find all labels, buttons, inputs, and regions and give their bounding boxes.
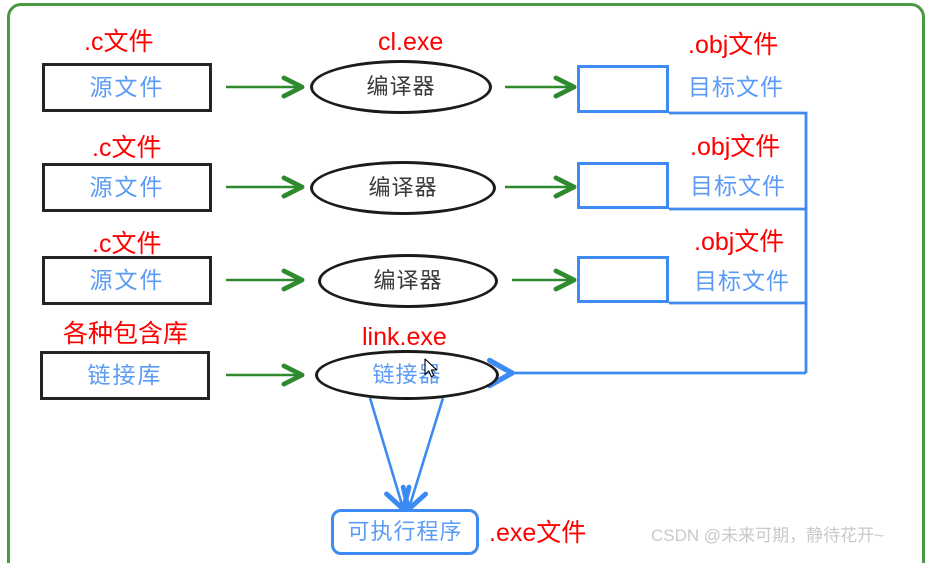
source-file-box-2[interactable]: 源文件	[42, 163, 212, 212]
mouse-cursor	[424, 358, 438, 378]
target-file-label-2: 目标文件	[690, 173, 786, 199]
linker-ellipse[interactable]: 链接器	[315, 350, 499, 400]
target-file-label-1: 目标文件	[688, 74, 784, 100]
obj-file-box-3[interactable]	[577, 256, 669, 303]
blue-arrow-linker-to-exe-left	[368, 397, 412, 512]
annotation-include-libraries: 各种包含库	[63, 320, 189, 348]
compiler-ellipse-1[interactable]: 编译器	[310, 60, 492, 114]
obj-file-box-2[interactable]	[577, 162, 669, 209]
source-file-box-1[interactable]: 源文件	[42, 63, 212, 112]
compiler-ellipse-3[interactable]: 编译器	[318, 254, 498, 308]
link-library-box[interactable]: 链接库	[40, 351, 210, 400]
compiler-ellipse-2[interactable]: 编译器	[310, 161, 496, 215]
source-file-label-3: 源文件	[89, 267, 165, 293]
target-file-label-3: 目标文件	[694, 268, 790, 294]
compiler-label-1: 编译器	[366, 74, 436, 99]
annotation-link-exe: link.exe	[362, 323, 447, 351]
csdn-watermark: CSDN @未来可期，静待花开~	[651, 526, 885, 545]
obj-file-box-1[interactable]	[577, 65, 669, 113]
compiler-label-2: 编译器	[368, 175, 438, 200]
annotation-obj-file-3: .obj文件	[694, 228, 785, 256]
executable-program-box[interactable]: 可执行程序	[331, 509, 479, 555]
annotation-obj-file-1: .obj文件	[688, 31, 779, 59]
source-file-label-2: 源文件	[89, 174, 165, 200]
annotation-exe-file: .exe文件	[489, 519, 587, 547]
annotation-c-file-2: .c文件	[92, 134, 162, 162]
source-file-label-1: 源文件	[89, 74, 165, 100]
link-library-label: 链接库	[87, 362, 163, 388]
executable-program-label: 可执行程序	[347, 519, 463, 544]
annotation-c-file-1: .c文件	[84, 28, 154, 56]
annotation-cl-exe: cl.exe	[378, 28, 444, 56]
compiler-label-3: 编译器	[373, 268, 443, 293]
annotation-c-file-3: .c文件	[92, 230, 162, 258]
source-file-box-3[interactable]: 源文件	[42, 256, 212, 305]
blue-arrow-linker-to-exe-right	[400, 397, 445, 512]
annotation-obj-file-2: .obj文件	[690, 133, 781, 161]
linker-label: 链接器	[372, 362, 442, 387]
